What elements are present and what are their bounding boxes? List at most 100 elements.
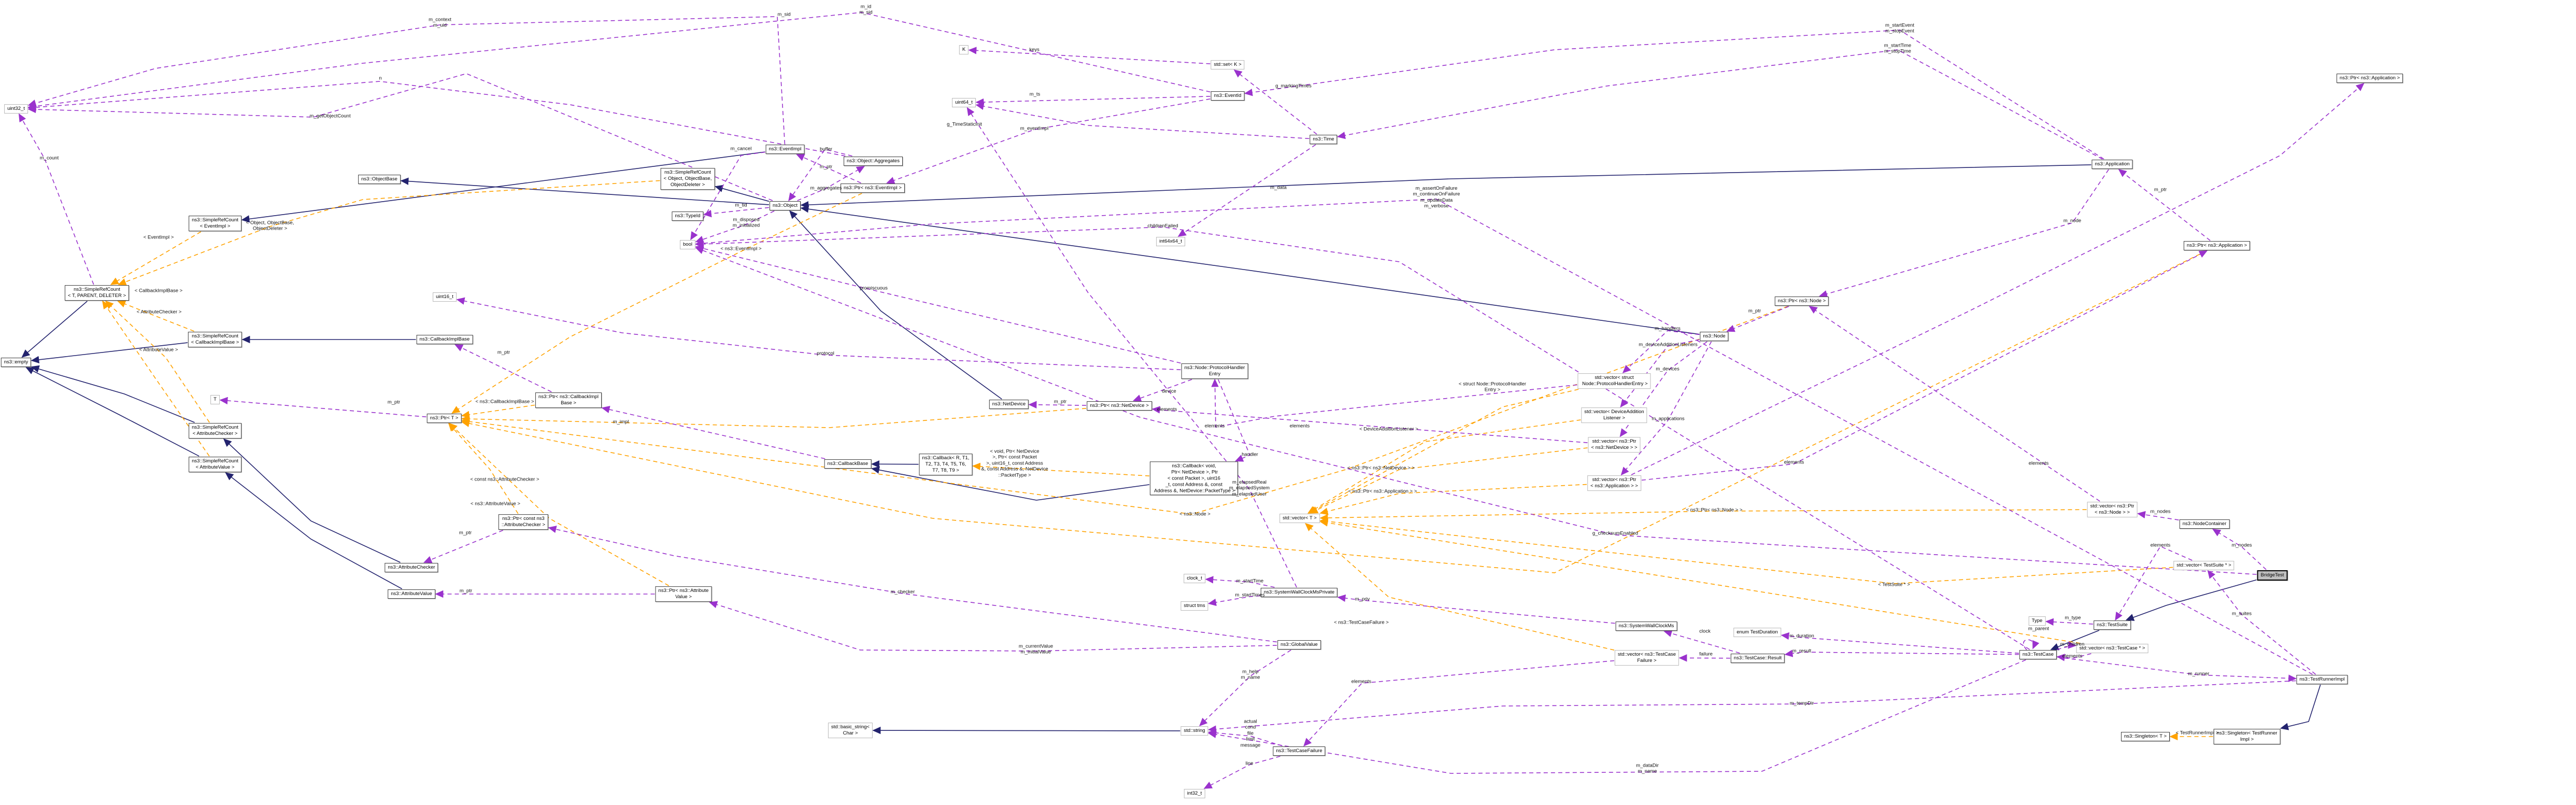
class-node-testCase[interactable]: ns3::TestCase — [2019, 650, 2057, 659]
edge-vecTC-testCase — [2056, 653, 2091, 661]
edge-srcAC-empty — [31, 365, 195, 423]
edge-testCase-testCase — [2023, 639, 2040, 651]
class-node-ptrCIB[interactable]: ns3::Ptr< ns3::CallbackImpl Base > — [535, 392, 602, 408]
edge-app-object — [800, 164, 2091, 209]
edge-bridgeTest-bool — [695, 247, 2257, 575]
class-node-srcAC[interactable]: ns3::SimpleRefCount < AttributeChecker > — [189, 423, 241, 439]
class-node-object[interactable]: ns3::Object — [769, 201, 801, 210]
edge-bridgeTest-testSuite — [2125, 579, 2257, 621]
edge-testCase-tcResult — [1784, 649, 2019, 657]
class-node-objBase[interactable]: ns3::ObjectBase — [358, 175, 401, 184]
class-node-netdev[interactable]: ns3::NetDevice — [989, 400, 1029, 409]
edge-tcf-string — [1207, 729, 1283, 746]
class-node-eventId[interactable]: ns3::EventId — [1211, 91, 1245, 101]
edge-ptrEI-ptrT — [451, 193, 862, 414]
class-node-gval[interactable]: ns3::GlobalValue — [1277, 640, 1321, 649]
class-node-cbVoid[interactable]: ns3::Callback< void, Ptr< NetDevice >, P… — [1149, 461, 1239, 496]
edge-tcResult-swcm — [1663, 630, 1740, 654]
class-node-ptrApp2[interactable]: ns3::Ptr< ns3::Application > — [2336, 74, 2403, 83]
class-node-ptrcAC[interactable]: ns3::Ptr< const ns3 ::AttributeChecker > — [498, 514, 549, 530]
class-node-phe[interactable]: ns3::Node::ProtocolHandler Entry — [1181, 363, 1248, 379]
edge-gval-string — [1199, 649, 1291, 727]
class-node-ptrT[interactable]: ns3::Ptr< T > — [426, 414, 462, 423]
class-node-testSuite[interactable]: ns3::TestSuite — [2094, 620, 2131, 630]
class-node-K: K — [959, 45, 969, 54]
edge-cbbase-ptrCIB — [601, 406, 826, 459]
edge-object-objBase — [400, 177, 770, 205]
edge-node-vecPtrApp — [1620, 341, 1712, 476]
class-node-cbR[interactable]: ns3::Callback< R, T1, T2, T3, T4, T5, T6… — [919, 454, 973, 475]
class-node-aggr[interactable]: ns3::Object::Aggregates — [844, 157, 903, 166]
class-node-ptrNode[interactable]: ns3::Ptr< ns3::Node > — [1774, 296, 1829, 306]
class-node-time[interactable]: ns3::Time — [1310, 135, 1337, 144]
edge-ptrT-T — [219, 397, 426, 417]
class-node-singTR[interactable]: ns3::Singleton< TestRunner Impl > — [2213, 729, 2281, 744]
edge-time-int64x64 — [1177, 144, 1316, 237]
class-node-node[interactable]: ns3::Node — [1700, 332, 1729, 341]
edge-object-uint32 — [27, 73, 773, 201]
edge-ptrcAC-ptrT — [448, 422, 519, 514]
edge-gval-ptrcAC — [548, 526, 1277, 643]
class-node-tcf[interactable]: ns3::TestCaseFailure — [1273, 746, 1326, 756]
edge-vecPtrND-ptrND — [1151, 406, 1588, 443]
edge-app-ptrNode — [1819, 169, 2109, 298]
edge-vecPHE-phe — [1211, 378, 1577, 428]
edge-cbVoid-cbR — [972, 462, 1150, 476]
class-node-empty[interactable]: ns3::empty — [1, 358, 32, 367]
class-node-tcResult[interactable]: ns3::TestCase::Result — [1730, 654, 1785, 663]
edge-time-setK — [1233, 69, 1317, 135]
edge-vecDAL-vecT — [1307, 419, 1581, 514]
edge-eventImpl-bool — [690, 151, 765, 241]
class-node-srcAV[interactable]: ns3::SimpleRefCount < AttributeValue > — [189, 457, 241, 472]
class-node-ptrEI[interactable]: ns3::Ptr< ns3::EventImpl > — [841, 183, 905, 193]
class-node-cbib[interactable]: ns3::CallbackImplBase — [416, 335, 473, 344]
edge-phe-bool — [695, 245, 1181, 364]
class-node-srcEvent[interactable]: ns3::SimpleRefCount < EventImpl > — [189, 216, 241, 231]
class-node-eventImpl[interactable]: ns3::EventImpl — [765, 145, 805, 154]
class-node-type: Type — [2028, 616, 2046, 626]
class-node-srcTPD[interactable]: ns3::SimpleRefCount < T, PARENT, DELETER… — [64, 285, 130, 301]
class-node-ptrApp[interactable]: ns3::Ptr< ns3::Application > — [2183, 241, 2251, 250]
class-node-uint32: uint32_t — [4, 104, 28, 114]
edge-ptrNode-node — [1726, 306, 1789, 332]
edge-ptrcAC-attrC — [423, 530, 504, 563]
class-node-srcOOO[interactable]: ns3::SimpleRefCount < Object, ObjectBase… — [660, 168, 715, 190]
class-node-nodeCont[interactable]: ns3::NodeContainer — [2179, 519, 2230, 529]
edge-ptrCIB-cbib — [454, 344, 552, 392]
class-node-vecTCF: std::vector< ns3::TestCase Failure > — [1614, 650, 1680, 666]
edge-node-vecPHE — [1622, 330, 1700, 374]
class-node-app[interactable]: ns3::Application — [2091, 160, 2133, 169]
edge-testCase-vecTC — [2057, 641, 2077, 650]
class-node-swcm[interactable]: ns3::SystemWallClockMs — [1615, 622, 1677, 631]
edge-string-bstr — [872, 726, 1180, 735]
class-node-singT[interactable]: ns3::Singleton< T > — [2120, 732, 2170, 741]
class-node-attrC[interactable]: ns3::AttributeChecker — [385, 563, 438, 572]
class-node-bridgeTest[interactable]: BridgeTest — [2257, 570, 2288, 581]
class-node-typeid[interactable]: ns3::TypeId — [672, 211, 704, 221]
edge-node-object — [800, 205, 1700, 335]
edge-attrC-srcAC — [223, 438, 401, 563]
class-node-string: std::string — [1180, 726, 1208, 736]
edge-netdev-object — [789, 210, 1002, 400]
class-node-ptrAV[interactable]: ns3::Ptr< ns3::Attribute Value > — [655, 586, 712, 602]
class-node-T: T — [210, 395, 220, 404]
class-node-uint64: uint64_t — [952, 98, 976, 107]
edge-aggr-object — [788, 149, 852, 202]
class-node-cbbase[interactable]: ns3::CallbackBase — [824, 459, 872, 469]
class-node-trImpl[interactable]: ns3::TestRunnerImpl — [2296, 675, 2348, 684]
class-node-swcmp[interactable]: ns3::SystemWallClockMsPrivate — [1260, 588, 1338, 597]
edge-vecTCF-tcf — [1303, 660, 1615, 747]
class-node-uint16: uint16_t — [433, 292, 457, 302]
class-node-ptrND[interactable]: ns3::Ptr< ns3::NetDevice > — [1087, 401, 1152, 411]
class-node-clockt: clock_t — [1184, 574, 1205, 583]
class-node-vecDAL: std::vector< DeviceAddition Listener > — [1581, 407, 1647, 423]
class-node-vecPtrApp: std::vector< ns3::Ptr < ns3::Application… — [1587, 475, 1641, 491]
class-node-setK: std::set< K > — [1211, 60, 1245, 69]
edge-eventId-ptrEI — [886, 98, 1211, 184]
class-node-srcCIB[interactable]: ns3::SimpleRefCount < CallbackImplBase > — [188, 332, 243, 347]
class-node-attrV[interactable]: ns3::AttributeValue — [388, 589, 435, 599]
edge-app-eventId — [1244, 30, 2104, 160]
edge-srcEvent-srcTPD — [110, 231, 202, 285]
